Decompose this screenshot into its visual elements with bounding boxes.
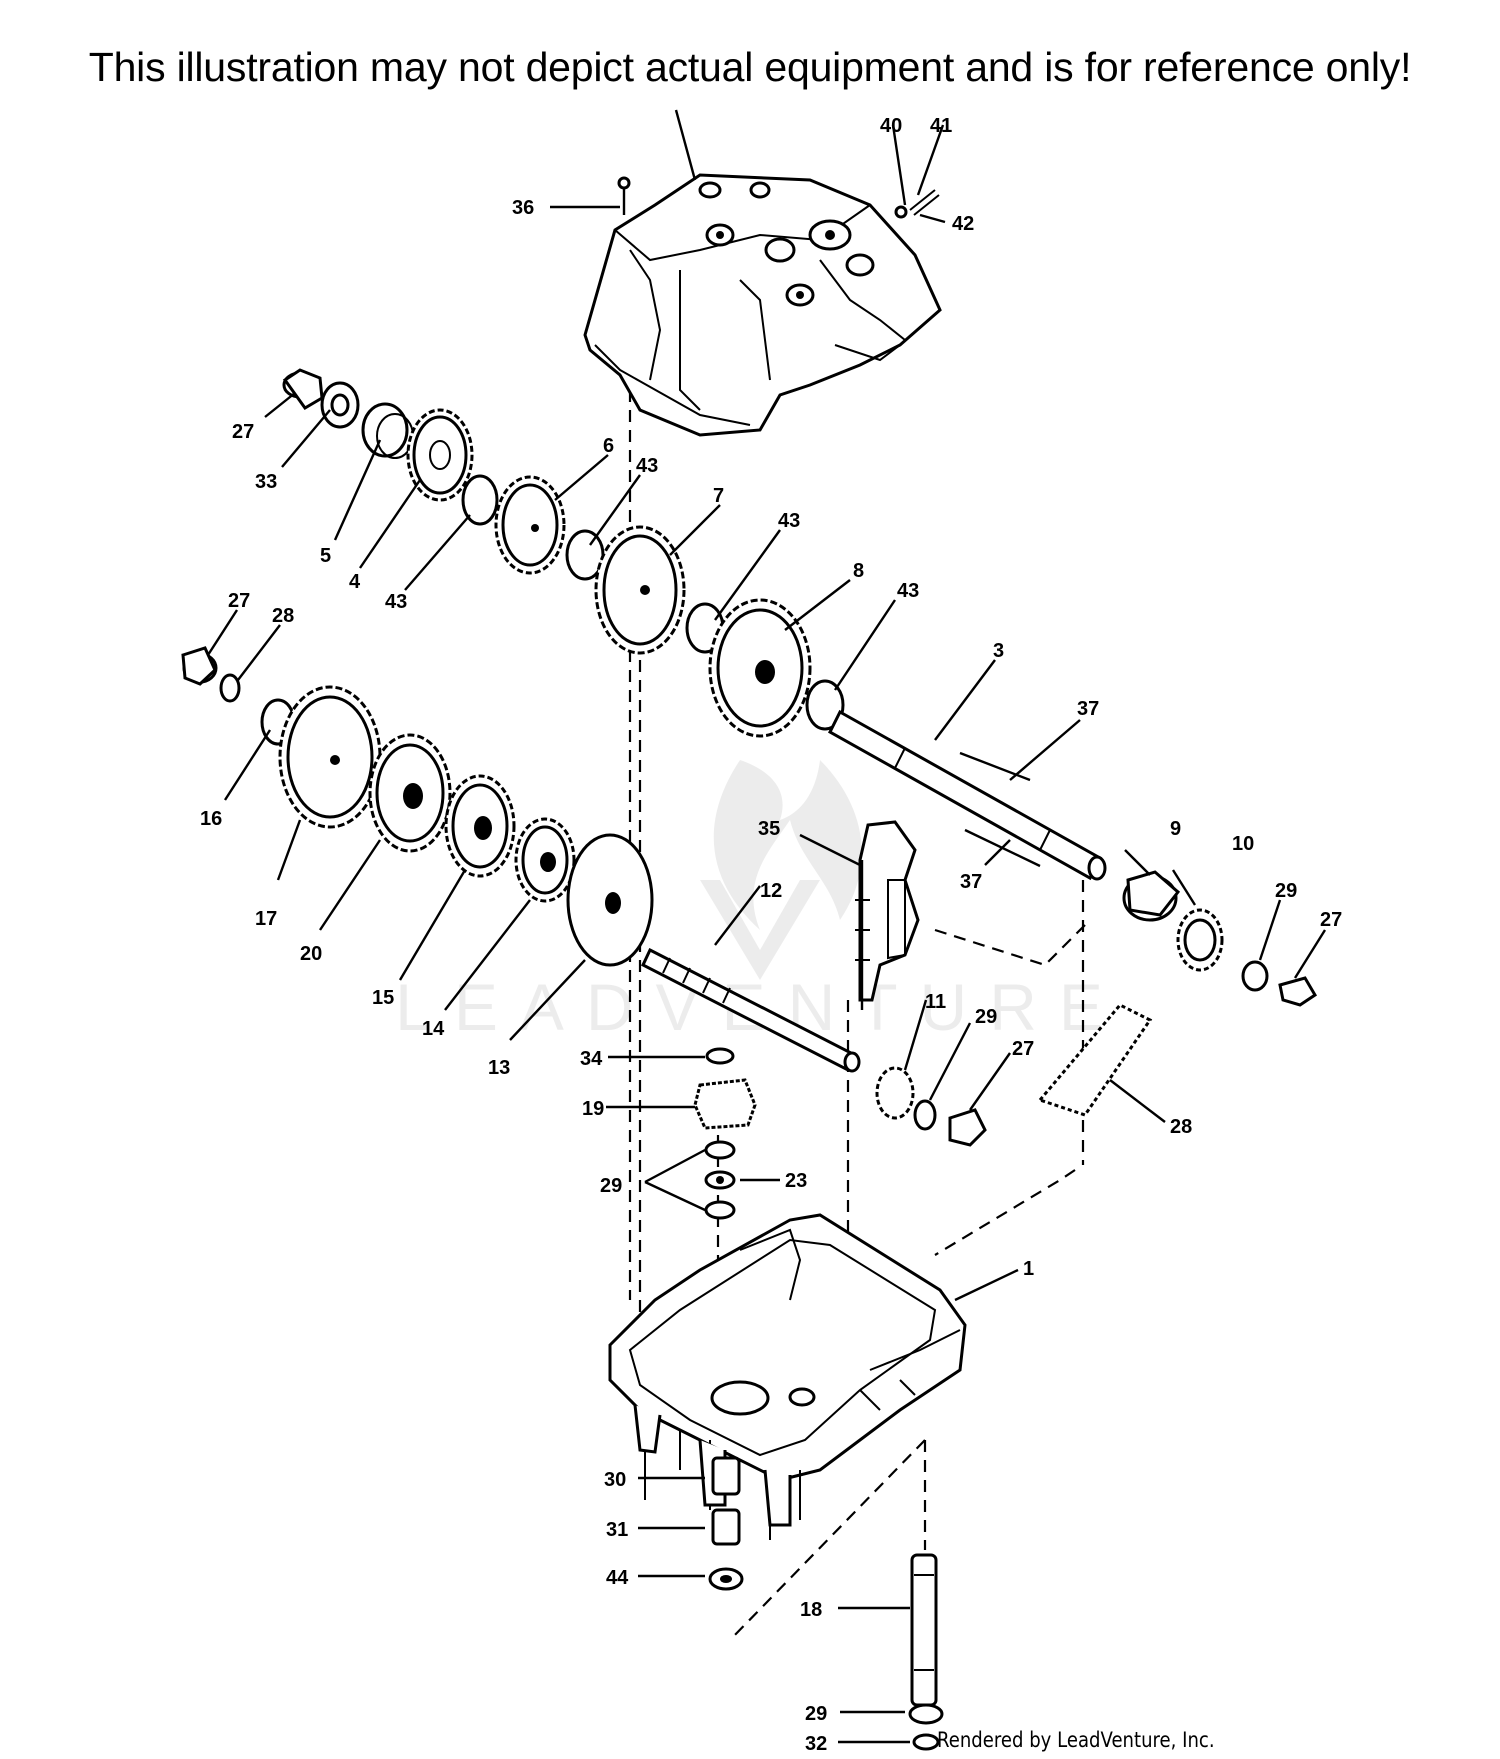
callout-35: 35 xyxy=(758,818,780,840)
gear-15 xyxy=(444,774,516,878)
callout-29-b: 29 xyxy=(975,1006,997,1028)
callout-3: 3 xyxy=(993,640,1004,662)
shaft-3 xyxy=(828,709,1107,881)
callout-43-a: 43 xyxy=(385,591,407,613)
callout-43-c: 43 xyxy=(778,510,800,532)
callout-32: 32 xyxy=(805,1733,827,1755)
callout-labels: 36 40 41 42 27 33 5 4 43 6 43 7 43 8 43 … xyxy=(200,115,1342,1755)
gear-8 xyxy=(708,598,812,738)
upper-gear-row xyxy=(282,368,845,738)
gear-20 xyxy=(368,733,452,853)
pinion-19 xyxy=(693,1078,757,1130)
callout-18: 18 xyxy=(800,1599,822,1621)
cover-fasteners xyxy=(617,176,940,219)
callout-37-b: 37 xyxy=(960,871,982,893)
callout-33: 33 xyxy=(255,471,277,493)
disc-13 xyxy=(566,833,654,967)
callout-10: 10 xyxy=(1232,833,1254,855)
sprocket-10 xyxy=(1176,908,1224,972)
gear-14 xyxy=(514,817,576,903)
callout-20: 20 xyxy=(300,943,322,965)
callout-40: 40 xyxy=(880,115,902,137)
lower-gear-row xyxy=(181,646,654,967)
bottom-parts xyxy=(708,1456,944,1751)
callout-34: 34 xyxy=(580,1048,603,1070)
callout-29-d: 29 xyxy=(805,1703,827,1725)
shaft-12 xyxy=(641,947,861,1073)
callout-7: 7 xyxy=(713,485,724,507)
callout-31: 31 xyxy=(606,1519,628,1541)
right-output-parts xyxy=(1122,870,1318,1007)
callout-13: 13 xyxy=(488,1057,510,1079)
callout-27-b: 27 xyxy=(228,590,250,612)
middle-parts xyxy=(693,1003,1153,1147)
callout-27-c: 27 xyxy=(1320,909,1342,931)
callout-43-b: 43 xyxy=(636,455,658,477)
callout-27-d: 27 xyxy=(1012,1038,1034,1060)
disclaimer-text: This illustration may not depict actual … xyxy=(88,44,1412,90)
callout-27-a: 27 xyxy=(232,421,254,443)
callout-41: 41 xyxy=(930,115,952,137)
callout-17: 17 xyxy=(255,908,277,930)
top-cover-housing xyxy=(583,173,942,437)
callout-11: 11 xyxy=(925,991,946,1013)
callout-43-d: 43 xyxy=(897,580,919,602)
callout-19: 19 xyxy=(582,1098,604,1120)
gear-4 xyxy=(406,408,474,502)
callout-36: 36 xyxy=(512,197,534,219)
gear-6 xyxy=(494,475,566,575)
render-credit: Rendered by LeadVenture, Inc. xyxy=(937,1728,1215,1752)
callout-29-a: 29 xyxy=(1275,880,1297,902)
sprocket-11 xyxy=(875,1066,915,1120)
callout-44: 44 xyxy=(606,1567,629,1589)
callout-8: 8 xyxy=(853,560,864,582)
callout-42: 42 xyxy=(952,213,974,235)
chain-28 xyxy=(1037,1003,1153,1117)
callout-23: 23 xyxy=(785,1170,807,1192)
callout-9: 9 xyxy=(1170,818,1181,840)
leader-lines xyxy=(206,109,1327,1744)
callout-28-b: 28 xyxy=(1170,1116,1192,1138)
gear-17 xyxy=(278,685,382,829)
callout-29-c: 29 xyxy=(600,1175,622,1197)
callout-5: 5 xyxy=(320,545,331,567)
callout-4: 4 xyxy=(349,571,361,593)
callout-6: 6 xyxy=(603,435,614,457)
lower-case-housing xyxy=(608,1213,967,1540)
callout-28-a: 28 xyxy=(272,605,294,627)
callout-1: 1 xyxy=(1023,1258,1034,1280)
callout-14: 14 xyxy=(422,1018,445,1040)
callout-37-a: 37 xyxy=(1077,698,1099,720)
callout-16: 16 xyxy=(200,808,222,830)
callout-12: 12 xyxy=(760,880,782,902)
callout-30: 30 xyxy=(604,1469,626,1491)
callout-15: 15 xyxy=(372,987,394,1009)
thrust-washers xyxy=(704,1140,736,1220)
shift-fork-35 xyxy=(855,820,920,1010)
gear-7 xyxy=(594,525,686,655)
